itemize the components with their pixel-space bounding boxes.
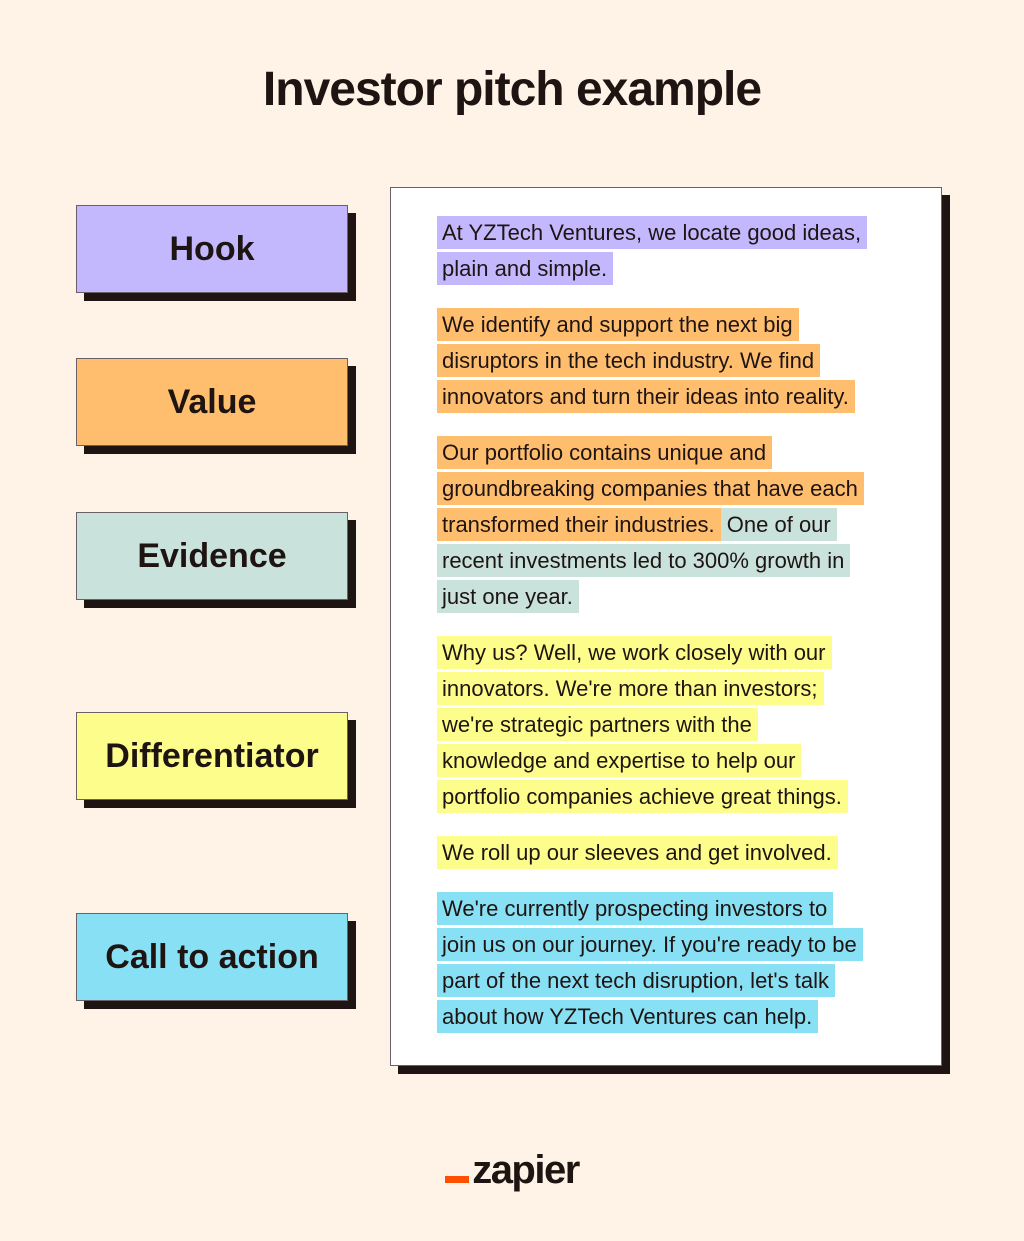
text-line: Our portfolio contains unique and: [437, 436, 773, 469]
highlight-cta: join us on our journey. If you're ready …: [437, 928, 863, 961]
text-line: we're strategic partners with the: [437, 708, 758, 741]
text-line: knowledge and expertise to help our: [437, 744, 802, 777]
highlight-differentiator: portfolio companies achieve great things…: [437, 780, 848, 813]
highlight-value: We identify and support the next big: [437, 308, 799, 341]
pitch-document: At YZTech Ventures, we locate good ideas…: [390, 187, 942, 1066]
highlight-differentiator: We roll up our sleeves and get involved.: [437, 836, 838, 869]
label-value: Value: [76, 358, 348, 446]
label-differentiator: Differentiator: [76, 712, 348, 800]
highlight-value: Our portfolio contains unique and: [437, 436, 773, 469]
text-line: plain and simple.: [437, 252, 614, 285]
logo-underscore: [445, 1176, 470, 1183]
highlight-differentiator: Why us? Well, we work closely with our: [437, 636, 832, 669]
text-line: part of the next tech disruption, let's …: [437, 964, 835, 997]
highlight-value: innovators and turn their ideas into rea…: [437, 380, 855, 413]
highlight-evidence: recent investments led to 300% growth in: [437, 544, 851, 577]
label-hook: Hook: [76, 205, 348, 293]
text-line: We identify and support the next big: [437, 308, 799, 341]
text-line: join us on our journey. If you're ready …: [437, 928, 863, 961]
highlight-value: groundbreaking companies that have each: [437, 472, 864, 505]
text-line: innovators and turn their ideas into rea…: [437, 380, 855, 413]
highlight-differentiator: we're strategic partners with the: [437, 708, 758, 741]
text-line: innovators. We're more than investors;: [437, 672, 824, 705]
text-line: groundbreaking companies that have each: [437, 472, 864, 505]
logo-text: zapier: [472, 1148, 580, 1192]
highlight-evidence: just one year.: [437, 580, 579, 613]
highlight-differentiator: innovators. We're more than investors;: [437, 672, 824, 705]
highlight-hook: plain and simple.: [437, 252, 614, 285]
text-line: At YZTech Ventures, we locate good ideas…: [437, 216, 868, 249]
text-line: recent investments led to 300% growth in: [437, 544, 851, 577]
label-evidence: Evidence: [76, 512, 348, 600]
highlight-hook: At YZTech Ventures, we locate good ideas…: [437, 216, 868, 249]
highlight-cta: We're currently prospecting investors to: [437, 892, 834, 925]
text-line: Why us? Well, we work closely with our: [437, 636, 832, 669]
text-line: We're currently prospecting investors to: [437, 892, 834, 925]
highlight-value: transformed their industries.: [437, 508, 721, 541]
highlight-differentiator: knowledge and expertise to help our: [437, 744, 802, 777]
highlight-cta: part of the next tech disruption, let's …: [437, 964, 835, 997]
text-line: just one year.: [437, 580, 579, 613]
highlight-evidence: One of our: [720, 508, 837, 541]
text-line: disruptors in the tech industry. We find: [437, 344, 821, 377]
highlight-cta: about how YZTech Ventures can help.: [437, 1000, 819, 1033]
text-line: portfolio companies achieve great things…: [437, 780, 848, 813]
text-line: transformed their industries. One of our: [437, 508, 837, 541]
page-title: Investor pitch example: [262, 63, 762, 116]
text-line: We roll up our sleeves and get involved.: [437, 836, 838, 869]
highlight-value: disruptors in the tech industry. We find: [437, 344, 821, 377]
label-call-to-action: Call to action: [76, 913, 348, 1001]
zapier-logo: zapier: [0, 1148, 1024, 1193]
text-line: about how YZTech Ventures can help.: [437, 1000, 819, 1033]
